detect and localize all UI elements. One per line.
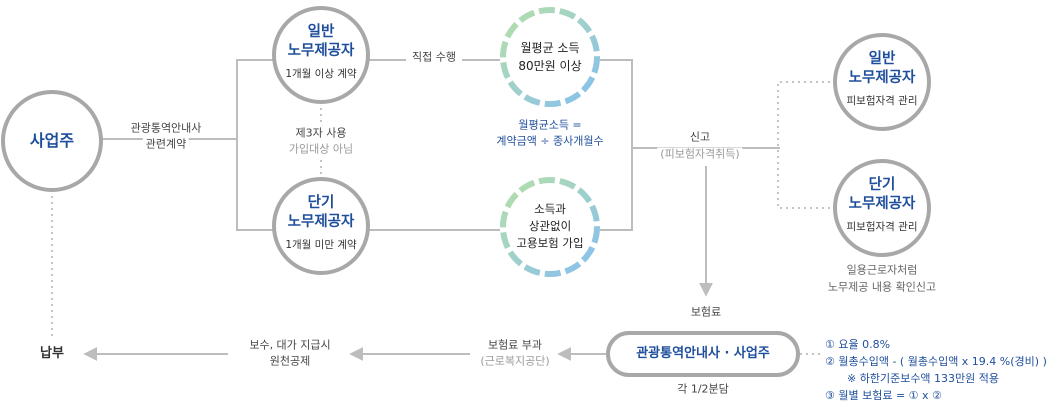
- short-worker-sub: 1개월 미만 계약: [285, 238, 357, 251]
- income-line-2: 80만원 이상: [518, 58, 582, 73]
- note-rate: ① 요율 0.8%: [825, 338, 891, 351]
- avg-income-label-1: 월평균소득 =: [518, 118, 582, 132]
- agency-pill: [606, 331, 800, 377]
- third-party-label-1: 제3자 사용: [295, 126, 347, 140]
- levy-label-1: 보험료 부과: [483, 338, 547, 354]
- right-general-title-1: 일반: [868, 51, 896, 68]
- noincome-line-2: 상관없이: [528, 219, 572, 234]
- contract-label-1: 관광통역안내사: [127, 121, 205, 137]
- split-label: 각 1/2분담: [677, 382, 729, 396]
- right-general-title-2: 노무제공자: [848, 70, 916, 87]
- general-worker-title-2: 노무제공자: [287, 43, 355, 60]
- agency-label: 관광통역안내사 · 사업주: [636, 346, 770, 362]
- connectors: [83, 59, 780, 361]
- general-worker-sub: 1개월 이상 계약: [285, 67, 357, 80]
- payment-label: 납부: [40, 346, 64, 362]
- right-short-title-1: 단기: [868, 177, 896, 194]
- third-party-label-2: 가입대상 아님: [288, 142, 354, 156]
- employer-circle: [1, 90, 103, 192]
- short-worker-title-2: 노무제공자: [287, 214, 355, 231]
- right-general-circle: [833, 33, 931, 131]
- employer-label: 사업주: [29, 131, 75, 151]
- levy-label-2: (근로복지공단): [476, 354, 554, 370]
- income-ring: [500, 7, 600, 107]
- premium-notes: ① 요율 0.8% ② 월총수입액 - ( 월총수입액 x 19.4 %(경비)…: [825, 336, 1047, 404]
- noincome-line-3: 고용보험 가입: [516, 236, 584, 251]
- right-short-title-2: 노무제공자: [848, 196, 916, 213]
- direct-label: 직접 수행: [406, 50, 462, 66]
- report-label-2: (피보험자격취득): [657, 147, 743, 163]
- general-worker-circle: [272, 6, 370, 104]
- income-line-1: 월평균 소득: [520, 40, 580, 55]
- general-worker-title-1: 일반: [307, 24, 335, 41]
- note-floor: ※ 하한기준보수액 133만원 적용: [847, 372, 1000, 386]
- contract-label-2: 관련계약: [142, 137, 190, 153]
- noincome-line-1: 소득과: [534, 202, 566, 217]
- right-short-sub: 피보험자격 관리: [846, 220, 918, 233]
- daily-worker-label-1: 일용근로자처럼: [846, 263, 918, 277]
- dotted-connectors: [51, 81, 836, 355]
- report-label-1: 신고: [686, 130, 714, 146]
- daily-worker-label-2: 노무제공 내용 확인신고: [827, 280, 937, 294]
- premium-label: 보험료: [686, 305, 726, 321]
- short-worker-title-1: 단기: [307, 195, 335, 212]
- right-short-circle: [833, 159, 931, 257]
- short-worker-circle: [272, 177, 370, 275]
- note-monthly: ③ 월별 보험료 = ① x ②: [825, 389, 942, 403]
- right-general-sub: 피보험자격 관리: [846, 94, 918, 107]
- noincome-ring: [500, 177, 600, 277]
- withhold-label-2: 원천공제: [265, 354, 315, 370]
- avg-income-label-2: 계약금액 ÷ 종사개월수: [496, 134, 604, 148]
- note-income: ② 월총수입액 - ( 월총수입액 x 19.4 %(경비) ): [825, 355, 1047, 369]
- withhold-label-1: 보수, 대가 지급시: [245, 338, 335, 354]
